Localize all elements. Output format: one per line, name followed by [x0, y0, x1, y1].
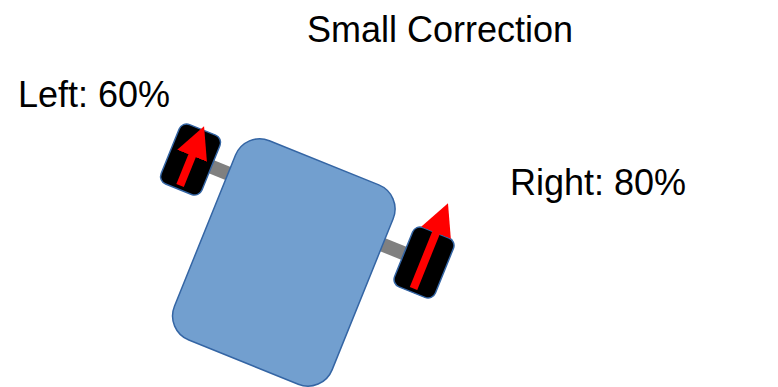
right-speed-arrow	[414, 218, 442, 288]
diagram-title: Small Correction	[307, 9, 573, 50]
left-wheel	[158, 122, 223, 198]
right-wheel-label: Right: 80%	[510, 162, 686, 203]
left-wheel-label: Left: 60%	[18, 74, 170, 115]
left-speed-arrow	[180, 141, 198, 186]
